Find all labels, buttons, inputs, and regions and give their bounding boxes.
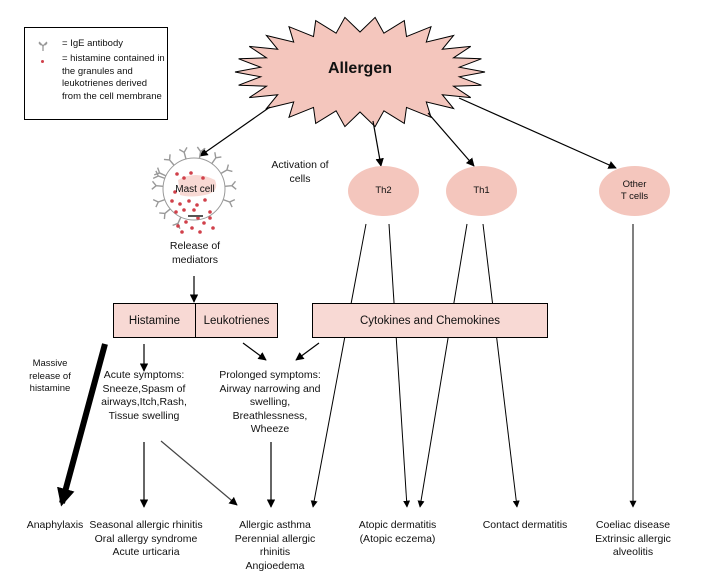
granule-dot xyxy=(184,220,188,224)
granule-dot xyxy=(208,210,212,214)
ige-antibody-icon xyxy=(196,146,206,159)
arrow-allergen-to-mast-cell xyxy=(199,106,271,157)
granule-dot xyxy=(187,199,191,203)
th1-node: Th1 xyxy=(446,166,517,216)
outcome-seasonal-allergic-rhinitis: Seasonal allergic rhinitis Oral allergy … xyxy=(89,519,203,558)
granule-dots xyxy=(170,171,215,234)
legend-granule-label: = histamine contained in the granules an… xyxy=(62,53,165,102)
release-of-mediators-label: Release of mediators xyxy=(169,240,221,266)
granule-dot xyxy=(201,176,205,180)
ige-antibody-icon xyxy=(178,147,188,160)
ige-antibody-icon xyxy=(222,198,236,208)
granule-dot xyxy=(174,210,178,214)
leukotrienes-box: Leukotrienes xyxy=(195,303,278,338)
ige-antibody-icon xyxy=(151,180,164,190)
granule-dot xyxy=(196,216,200,220)
outcome-anaphylaxis: Anaphylaxis xyxy=(26,519,84,531)
legend: = IgE antibody = histamine contained in … xyxy=(24,27,168,120)
granule-dot xyxy=(189,171,193,175)
ige-antibody-icon xyxy=(220,164,233,175)
granule-dot xyxy=(198,230,202,234)
allergen-starburst xyxy=(234,16,486,128)
granule-dot xyxy=(203,198,207,202)
arrow-allergen-to-th1 xyxy=(427,112,475,167)
ige-antibody-icon xyxy=(154,167,167,177)
granule-dot xyxy=(195,203,199,207)
line-th2-to-asthma xyxy=(310,223,367,508)
activation-of-cells-label: Activation of cells xyxy=(271,159,329,185)
granule-dot xyxy=(180,230,184,234)
granule-dot xyxy=(208,216,212,220)
ige-antibody-icon xyxy=(38,41,48,51)
arrow-allergen-to-other-t-cells xyxy=(458,97,617,169)
granule-dot xyxy=(190,226,194,230)
granule-dot-icon xyxy=(41,60,44,63)
massive-release-label: Massive release of histamine xyxy=(29,358,71,394)
granule-dot xyxy=(175,172,179,176)
prolonged-symptoms-label: Prolonged symptoms: Airway narrowing and… xyxy=(219,369,321,435)
line-th1-to-contact xyxy=(482,223,520,508)
granule-dot xyxy=(170,199,174,203)
ige-antibody-icon xyxy=(211,152,222,165)
line-th1-to-atopic xyxy=(417,223,468,508)
ige-antibody-icon xyxy=(159,208,171,220)
arrow-acute-to-asthma xyxy=(160,440,238,506)
granule-dot xyxy=(173,190,177,194)
outcome-atopic-dermatitis: Atopic dermatitis (Atopic eczema) xyxy=(358,519,437,545)
ige-antibody-icon xyxy=(163,154,175,166)
granule-dot xyxy=(192,208,196,212)
outcome-coeliac-disease: Coeliac disease Extrinsic allergic alveo… xyxy=(595,519,671,558)
legend-antibody-label: = IgE antibody xyxy=(62,38,124,49)
granule-dot xyxy=(178,202,182,206)
arrow-massive-histamine-to-anaphylaxis xyxy=(57,343,108,507)
granule-dot xyxy=(182,176,186,180)
granule-dot xyxy=(176,224,180,228)
arrow-cytokines-to-prolonged xyxy=(295,342,320,361)
granule-dot xyxy=(182,208,186,212)
th2-node: Th2 xyxy=(348,166,419,216)
outcome-contact-dermatitis: Contact dermatitis xyxy=(482,519,568,531)
mast-cell-graphic xyxy=(151,146,237,234)
ige-antibody-icon xyxy=(152,198,166,208)
histamine-box: Histamine xyxy=(113,303,196,338)
ige-antibody-icon xyxy=(224,180,237,190)
acute-symptoms-label: Acute symptoms: Sneeze,Spasm of airways,… xyxy=(101,369,187,422)
outcome-allergic-asthma: Allergic asthma Perennial allergic rhini… xyxy=(234,519,316,572)
line-th2-to-atopic xyxy=(388,223,411,508)
arrow-allergen-to-th2 xyxy=(372,120,384,167)
granule-dot xyxy=(202,221,206,225)
ige-antibody-icons xyxy=(151,146,237,229)
allergen-label: Allergen xyxy=(327,60,392,77)
mast-cell-label: Mast cell xyxy=(175,184,215,195)
cytokines-chemokines-box: Cytokines and Chemokines xyxy=(312,303,548,338)
granule-dot xyxy=(211,226,215,230)
arrow-leukotrienes-to-prolonged xyxy=(242,342,267,361)
